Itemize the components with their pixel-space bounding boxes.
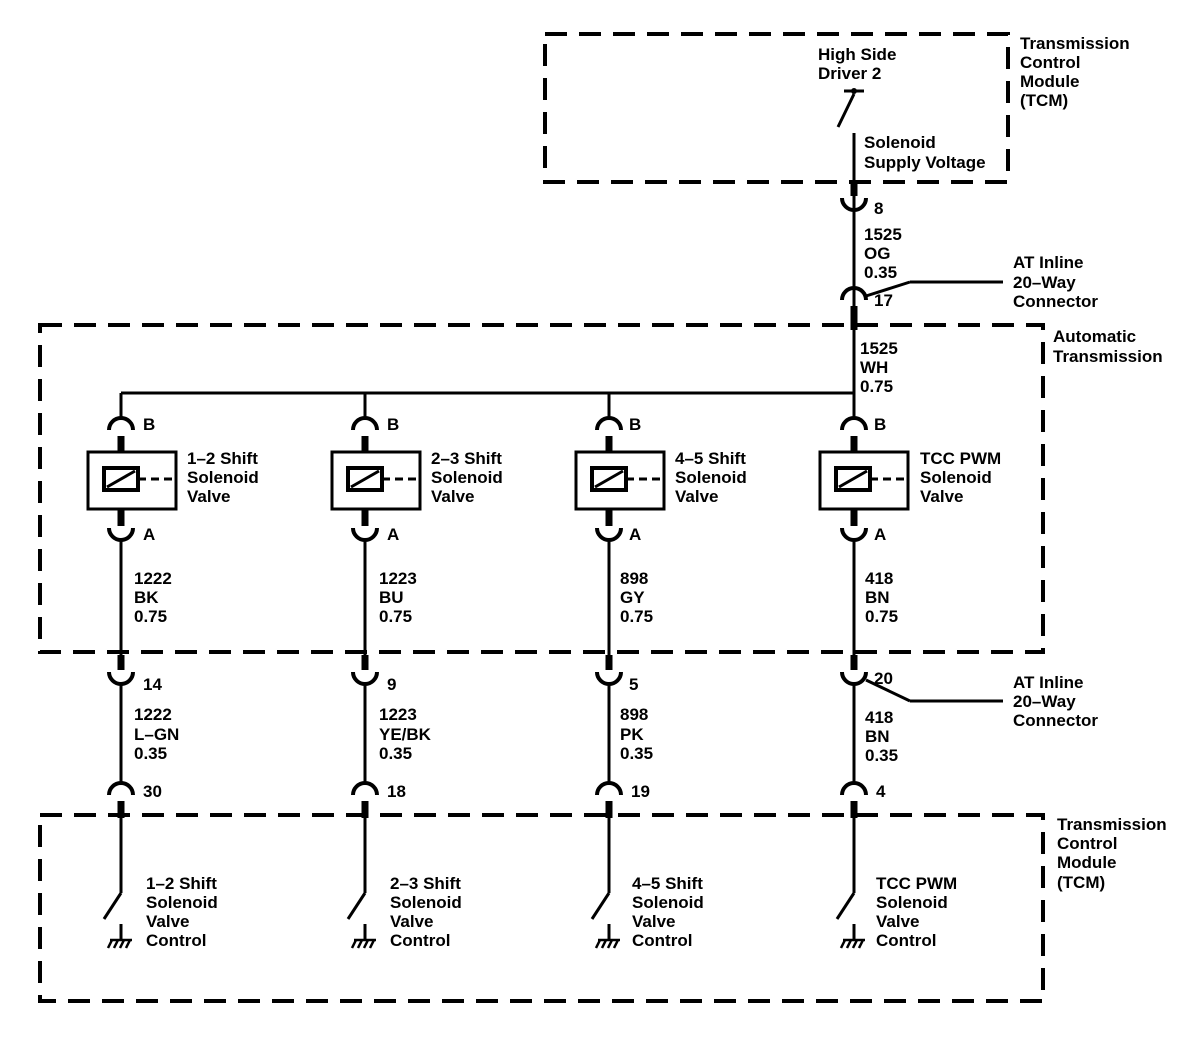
supply-wire-lower-label: 1525 WH 0.75	[860, 339, 903, 396]
wire-inner-label: 1223 BU 0.75	[379, 569, 422, 626]
branch-tcc-pwm: B TCC PWM Solenoid Valve A 418 BN 0.75 2…	[818, 415, 1006, 950]
pin-a-label: A	[874, 525, 886, 544]
wire-inner-label: 1222 BK 0.75	[134, 569, 177, 626]
inline-pin-label: 9	[387, 675, 396, 694]
pin-b-label: B	[629, 415, 641, 434]
wire-inner-label: 418 BN 0.75	[865, 569, 898, 626]
ground-icon	[106, 938, 132, 949]
pin-b-icon	[595, 416, 623, 431]
wire-outer-label: 1223 YE/BK 0.35	[379, 705, 436, 763]
solenoid-label: TCC PWM Solenoid Valve	[920, 449, 1006, 506]
pin-b-label: B	[143, 415, 155, 434]
inline-pin-label: 14	[143, 675, 162, 694]
branch-4-5-shift: B 4–5 Shift Solenoid Valve A 898 GY 0.75…	[574, 393, 752, 950]
control-switch-icon	[590, 892, 611, 920]
pin-a-label: A	[143, 525, 155, 544]
automatic-transmission-label: Automatic Transmission	[1053, 327, 1163, 366]
inline-connector-top-leader	[865, 280, 911, 298]
pin-a-label: A	[629, 525, 641, 544]
high-side-driver-label: High Side Driver 2	[818, 45, 901, 83]
pin-a-icon	[595, 527, 623, 542]
ground-icon	[594, 938, 620, 949]
connector-pin-8-icon	[840, 197, 868, 212]
inline-pin-icon	[840, 671, 868, 686]
pin-b-label: B	[387, 415, 399, 434]
control-label: TCC PWM Solenoid Valve Control	[876, 874, 962, 950]
control-label: 2–3 Shift Solenoid Valve Control	[390, 874, 467, 950]
pin-b-icon	[107, 416, 135, 431]
branch-2-3-shift: B 2–3 Shift Solenoid Valve A 1223 BU 0.7…	[330, 393, 508, 950]
inline-pin-icon	[351, 671, 379, 686]
inline-connector-bottom-label: AT Inline 20–Way Connector	[1013, 673, 1098, 730]
control-switch-icon	[102, 892, 123, 920]
tcm-pin-icon	[351, 781, 379, 796]
inline-connector-bottom-leader	[865, 678, 911, 703]
pin-a-icon	[351, 527, 379, 542]
inline-pin-17-label: 17	[874, 291, 893, 310]
solenoid-box	[330, 450, 422, 511]
inline-pin-icon	[595, 671, 623, 686]
pin-b-icon	[351, 416, 379, 431]
pin-a-icon	[107, 527, 135, 542]
solenoid-label: 2–3 Shift Solenoid Valve	[431, 449, 508, 506]
solenoid-label: 1–2 Shift Solenoid Valve	[187, 449, 264, 506]
wire-inner-label: 898 GY 0.75	[620, 569, 653, 626]
solenoid-box	[574, 450, 666, 511]
tcm-pin-label: 19	[631, 782, 650, 801]
pin-b-label: B	[874, 415, 886, 434]
tcm-pin-icon	[840, 781, 868, 796]
tcm-bottom-boundary	[38, 813, 1045, 1003]
ground-icon	[350, 938, 376, 949]
solenoid-box	[86, 450, 178, 511]
control-label: 1–2 Shift Solenoid Valve Control	[146, 874, 223, 950]
wire-outer-label: 898 PK 0.35	[620, 705, 653, 763]
pin-a-label: A	[387, 525, 399, 544]
control-switch-icon	[835, 892, 856, 920]
connector-pin-17-icon	[840, 286, 868, 301]
tcm-pin-icon	[595, 781, 623, 796]
tcm-pin-icon	[107, 781, 135, 796]
automatic-transmission-boundary	[38, 323, 1045, 654]
inline-pin-icon	[107, 671, 135, 686]
ground-icon	[839, 938, 865, 949]
tcm-top-label: Transmission Control Module (TCM)	[1020, 34, 1134, 110]
wire-outer-label: 1222 L–GN 0.35	[134, 705, 184, 763]
supply-pin-label: 8	[874, 199, 883, 218]
inline-pin-label: 20	[874, 669, 893, 688]
tcm-bottom-label: Transmission Control Module (TCM)	[1057, 815, 1171, 892]
tcm-pin-label: 4	[876, 782, 886, 801]
wire-outer-label: 418 BN 0.35	[865, 708, 898, 765]
inline-pin-label: 5	[629, 675, 638, 694]
driver-switch-icon	[836, 93, 856, 128]
tcm-pin-label: 30	[143, 782, 162, 801]
control-switch-icon	[346, 892, 367, 920]
pin-b-icon	[840, 416, 868, 431]
supply-wire-upper-label: 1525 OG 0.35	[864, 225, 907, 282]
control-label: 4–5 Shift Solenoid Valve Control	[632, 874, 709, 950]
supply-voltage-label: Solenoid Supply Voltage	[864, 133, 986, 172]
inline-connector-top-label: AT Inline 20–Way Connector	[1013, 253, 1098, 311]
solenoid-box	[818, 450, 910, 511]
branch-1-2-shift: B 1–2 Shift Solenoid Valve A 1222 BK 0.7…	[86, 393, 264, 950]
pin-a-icon	[840, 527, 868, 542]
solenoid-label: 4–5 Shift Solenoid Valve	[675, 449, 752, 506]
tcm-pin-label: 18	[387, 782, 406, 801]
high-side-driver: High Side Driver 2	[818, 45, 901, 128]
